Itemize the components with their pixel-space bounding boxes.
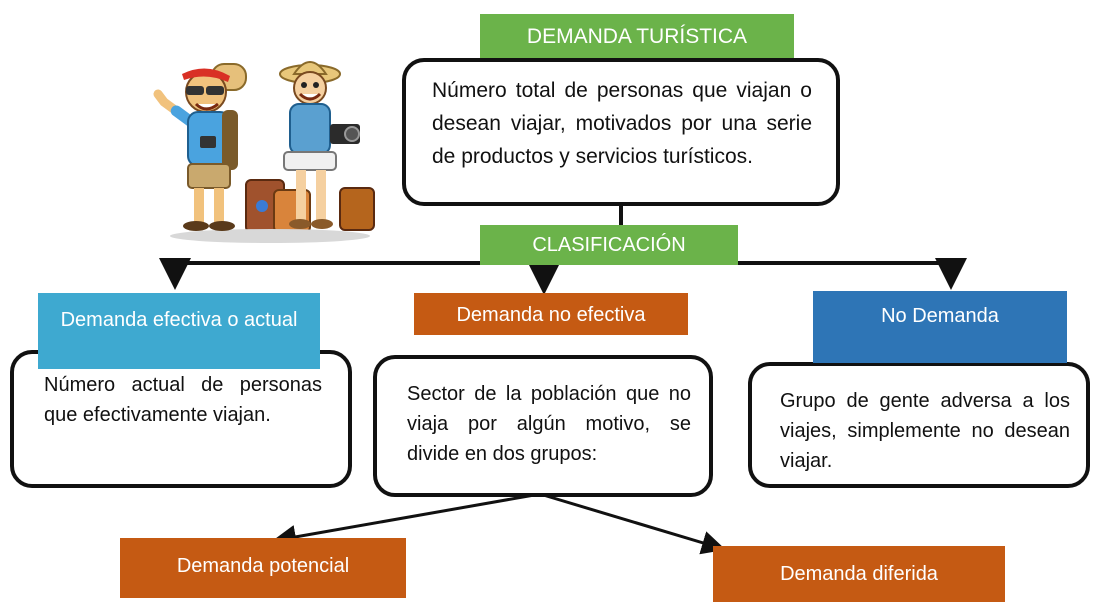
definition-box: Número total de personas que viajan o de… (402, 58, 840, 206)
cartoon-tourists-illustration (153, 61, 375, 243)
label-clasificacion: CLASIFICACIÓN (480, 225, 738, 265)
category-box-demanda-efectiva: Número actual de personas que efectivame… (10, 350, 352, 488)
category-box-no-demanda: Grupo de gente adversa a los viajes, sim… (748, 362, 1090, 488)
category-title-no-demanda: No Demanda (813, 291, 1067, 363)
category-text: Grupo de gente adversa a los viajes, sim… (780, 390, 1070, 472)
definition-text: Número total de personas que viajan o de… (432, 79, 812, 168)
category-text: Sector de la población que no viaja por … (407, 383, 691, 465)
title-demanda-turistica: DEMANDA TURÍSTICA (480, 14, 794, 60)
arrow-to-demanda-diferida (539, 492, 726, 555)
subcategory-demanda-diferida: Demanda diferida (713, 546, 1005, 602)
category-title-demanda-no-efectiva: Demanda no efectiva (414, 293, 688, 335)
arrow-to-demanda-potencial (272, 492, 541, 549)
category-box-demanda-no-efectiva: Sector de la población que no viaja por … (373, 355, 713, 497)
category-text: Número actual de personas que efectivame… (44, 374, 322, 426)
subcategory-demanda-potencial: Demanda potencial (120, 538, 406, 598)
category-title-demanda-efectiva: Demanda efectiva o actual (38, 293, 320, 369)
